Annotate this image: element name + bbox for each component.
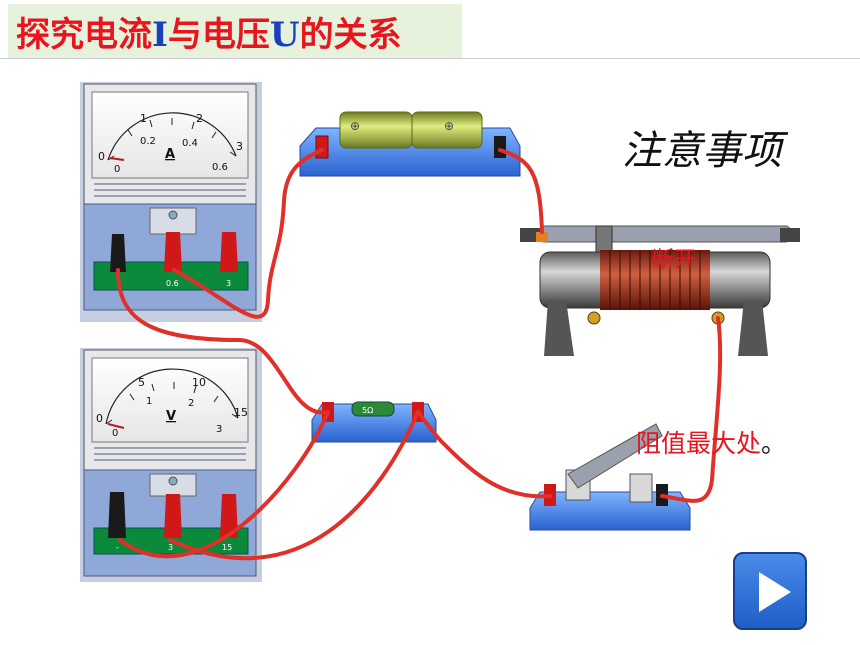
battery: ⊕ ⊕ xyxy=(299,111,521,177)
title-divider xyxy=(0,58,860,59)
wire-resistor-to-voltmeter-plus xyxy=(168,410,420,561)
ammeter-terminal-3[interactable] xyxy=(220,232,238,272)
page-title: 探究电流I与电压U的关系 xyxy=(16,13,402,57)
voltmeter-terminal-label-neg: - xyxy=(116,543,119,552)
voltmeter-terminal-3[interactable] xyxy=(164,494,182,538)
voltmeter-dial-face xyxy=(91,357,249,443)
ammeter-tick-2: 2 xyxy=(196,112,203,125)
rheostat-max-note: 阻值最大处。 xyxy=(636,424,786,460)
rheostat-max-note-period: 。 xyxy=(761,429,787,458)
ammeter-terminal-0-6[interactable] xyxy=(164,232,182,272)
voltmeter-terminal-negative[interactable] xyxy=(108,492,126,538)
notes-heading: 注意事项 xyxy=(622,128,782,174)
resistor: 5Ω xyxy=(311,401,437,443)
title-banner: 探究电流I与电压U的关系 xyxy=(8,4,462,58)
rheostat-rod xyxy=(539,225,791,243)
wire-resistor-to-voltmeter-neg xyxy=(118,410,330,559)
rheostat-rod-terminal[interactable] xyxy=(536,232,548,242)
voltmeter: 0 5 10 15 0 1 2 3 V - 3 15 xyxy=(80,348,262,582)
ammeter-needle xyxy=(109,157,125,161)
wire-switch-to-resistor xyxy=(416,410,552,499)
battery-plus-icon: ⊕ xyxy=(350,119,360,133)
ammeter-terminal-label-3: 3 xyxy=(226,279,231,288)
wire-rheostat-to-switch xyxy=(660,316,723,503)
voltmeter-tick-15: 15 xyxy=(234,406,248,419)
title-part-4: U xyxy=(269,15,300,55)
ammeter-tick-3: 3 xyxy=(236,140,243,153)
voltmeter-zero-screw-icon xyxy=(168,476,178,486)
voltmeter-sub-tick-3: 3 xyxy=(216,424,222,435)
ammeter-tick-0: 0 xyxy=(98,150,105,163)
title-part-2: I xyxy=(152,15,168,55)
title-part-1: 探究电流 xyxy=(16,15,152,55)
ammeter-sub-tick-3: 0.6 xyxy=(212,162,228,173)
ammeter-terminal-negative[interactable] xyxy=(110,234,126,272)
ammeter-sub-tick-0: 0 xyxy=(114,164,120,175)
switch-contact-block xyxy=(629,473,653,503)
title-part-5: 的关系 xyxy=(299,15,402,55)
wires xyxy=(116,148,723,561)
voltmeter-sub-tick-1: 1 xyxy=(146,396,152,407)
resistor-body xyxy=(351,401,395,417)
rheostat-leg-left xyxy=(544,300,574,356)
voltmeter-sub-tick-2: 2 xyxy=(188,398,194,409)
voltmeter-needle xyxy=(107,423,125,429)
ammeter-zero-screw-icon xyxy=(168,210,178,220)
voltmeter-scale-arc xyxy=(105,368,239,425)
switch-blade-open[interactable] xyxy=(567,423,663,489)
play-icon xyxy=(759,572,791,612)
rheostat-coil-windings xyxy=(609,250,701,310)
ammeter-scale-arc xyxy=(107,112,237,161)
voltmeter-tick-10: 10 xyxy=(192,376,206,389)
ammeter-vent-lines xyxy=(94,183,246,197)
rheostat-max-note-text: 阻值最大处 xyxy=(636,429,762,458)
battery-cell-2 xyxy=(411,111,483,149)
rheostat-terminal-left[interactable] xyxy=(587,311,601,325)
wire-ammeter-to-resistor xyxy=(116,268,330,415)
ammeter-unit-label: A xyxy=(165,147,175,162)
knife-switch xyxy=(529,423,691,531)
voltmeter-unit-label: V xyxy=(166,409,176,424)
voltmeter-tick-5: 5 xyxy=(138,376,145,389)
battery-terminal-left[interactable] xyxy=(315,135,329,159)
wire-battery-to-rheostat xyxy=(498,148,544,234)
rheostat-leg-right xyxy=(738,300,768,356)
battery-plus-icon-2: ⊕ xyxy=(444,119,454,133)
voltmeter-tick-0: 0 xyxy=(96,412,103,425)
rheostat-coil xyxy=(600,250,710,310)
voltmeter-sub-tick-0: 0 xyxy=(112,428,118,439)
voltmeter-vent-lines xyxy=(94,447,246,461)
voltmeter-scale-ticks xyxy=(105,382,239,425)
resistor-label: 5Ω xyxy=(362,406,373,415)
play-button[interactable] xyxy=(733,552,807,630)
ammeter: 0 1 2 3 0 0.2 0.4 0.6 A - 0.6 3 xyxy=(80,82,262,322)
voltmeter-terminal-15[interactable] xyxy=(220,494,238,538)
ammeter-dial-face xyxy=(91,91,249,179)
ammeter-terminal-label-0-6: 0.6 xyxy=(166,279,179,288)
battery-terminal-right[interactable] xyxy=(494,136,506,158)
ammeter-tick-1: 1 xyxy=(140,112,147,125)
voltmeter-terminal-label-15: 15 xyxy=(222,543,232,552)
voltmeter-terminal-label-3: 3 xyxy=(168,543,173,552)
title-part-3: 与电压 xyxy=(167,15,270,55)
wire-battery-to-ammeter xyxy=(172,148,324,319)
ammeter-sub-tick-1: 0.2 xyxy=(140,136,156,147)
rheostat-rod-end-right xyxy=(780,228,800,242)
switch-open-note: 断开 xyxy=(652,248,697,273)
ammeter-sub-tick-2: 0.4 xyxy=(182,138,198,149)
rheostat xyxy=(520,225,800,356)
